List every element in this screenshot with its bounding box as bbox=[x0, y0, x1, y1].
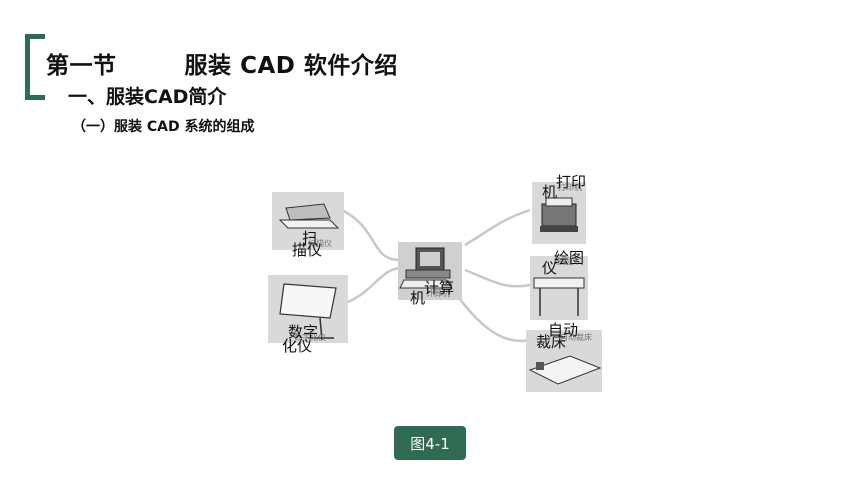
cable-plotter bbox=[464, 268, 531, 288]
page-title: 第一节 服装 CAD 软件介绍 bbox=[46, 53, 398, 79]
cad-system-diagram: 扫描仪 数字化仪 计算机 打印机 绘图仪 自动裁床 扫 描仪 数字 化仪 计算 … bbox=[250, 160, 610, 400]
cutter-label-line2: 裁床 bbox=[536, 333, 567, 351]
cable-scanner bbox=[341, 208, 401, 262]
cable-printer bbox=[464, 208, 531, 247]
computer-label-line2: 机 bbox=[410, 289, 426, 307]
cutter-label-line1: 自动 bbox=[548, 321, 579, 339]
scanner-caption: 扫描仪 bbox=[308, 239, 332, 248]
digitizer-label-line1: 数字 bbox=[288, 323, 319, 341]
computer-caption: 计算机 bbox=[426, 289, 450, 298]
header-bracket-bar bbox=[25, 34, 30, 100]
plotter-caption: 绘图仪 bbox=[554, 257, 578, 266]
header-bracket-top bbox=[25, 34, 45, 39]
digitizer-caption: 数字化仪 bbox=[294, 333, 326, 342]
plotter-label-line1: 绘图 bbox=[554, 249, 585, 267]
printer-caption: 打印机 bbox=[558, 183, 582, 192]
computer-image bbox=[398, 242, 462, 300]
section-heading: 一、服装CAD简介 bbox=[68, 86, 227, 108]
scanner-label-line2: 描仪 bbox=[292, 241, 323, 259]
diagram-graphics bbox=[268, 182, 602, 392]
cutter-image bbox=[526, 330, 602, 392]
plotter-image bbox=[530, 256, 588, 320]
printer-label-line1: 打印 bbox=[556, 173, 587, 191]
computer-label-line1: 计算 bbox=[424, 279, 455, 297]
cutter-caption: 自动裁床 bbox=[560, 333, 592, 342]
printer-label-line2: 机 bbox=[542, 183, 558, 201]
printer-image bbox=[532, 182, 586, 244]
scanner-label-line1: 扫 bbox=[302, 229, 318, 247]
figure-caption: 图4-1 bbox=[394, 426, 466, 460]
plotter-label-line2: 仪 bbox=[542, 259, 558, 277]
scanner-image bbox=[272, 192, 344, 250]
cable-digitizer bbox=[347, 266, 401, 304]
subsection-heading: （一）服装 CAD 系统的组成 bbox=[72, 119, 255, 135]
digitizer-image bbox=[268, 275, 348, 343]
digitizer-label-line2: 化仪 bbox=[282, 337, 313, 355]
header-bracket-bottom bbox=[25, 95, 45, 100]
